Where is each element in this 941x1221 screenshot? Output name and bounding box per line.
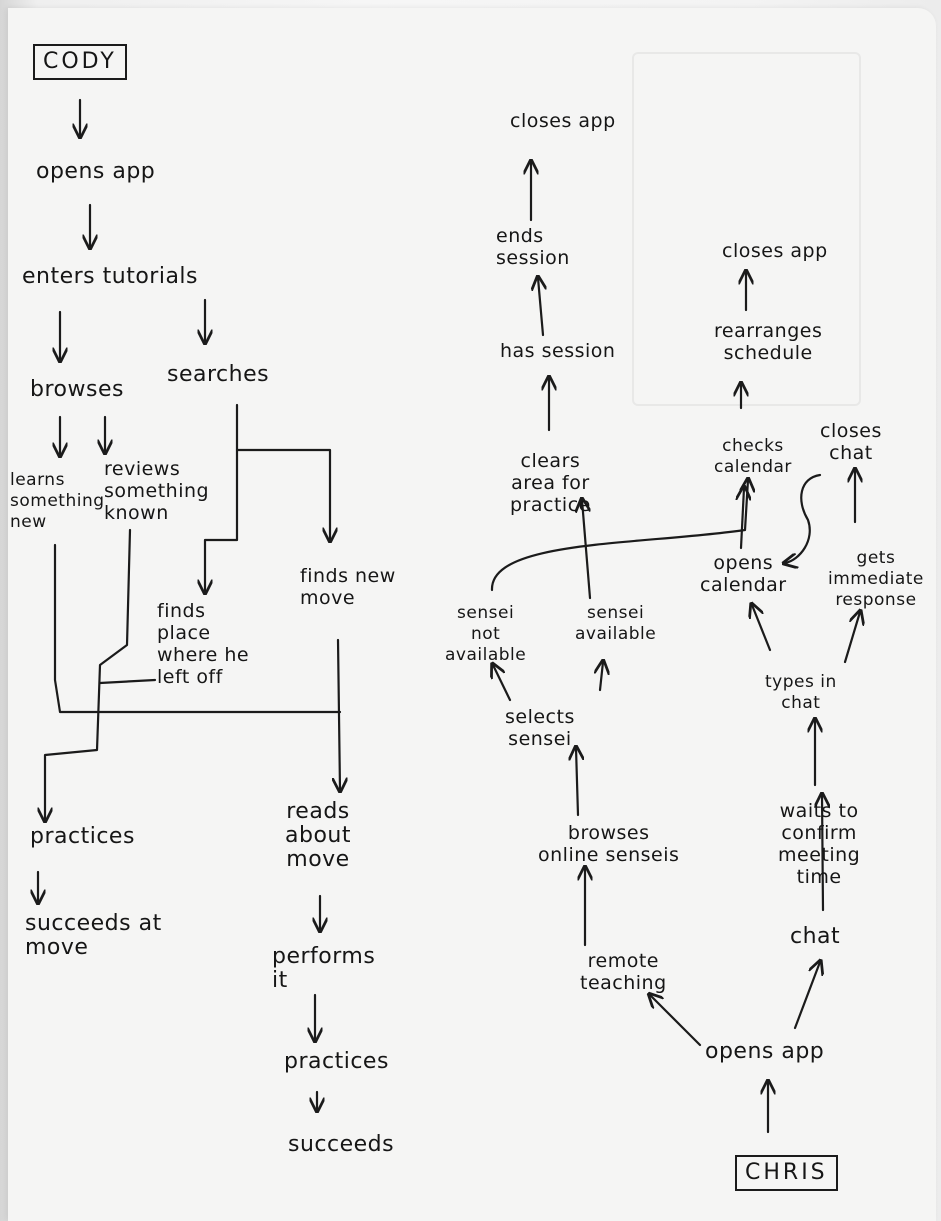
line-learns-down <box>53 543 342 714</box>
paper-sheet <box>8 8 936 1221</box>
curve-closes-chat-to-opens-calendar <box>785 473 822 563</box>
node-waits-to-confirm: waits to confirm meeting time <box>778 800 861 888</box>
node-opens-calendar: opens calendar <box>700 552 787 596</box>
node-browses: browses <box>30 377 124 402</box>
bleed-through-sketch <box>632 52 861 406</box>
node-clears-area: clears area for practice <box>510 450 591 516</box>
node-closes-chat: closes chat <box>820 420 882 464</box>
node-checks-calendar: checks calendar <box>714 436 792 477</box>
line-searches-to-finds-place <box>205 403 239 592</box>
line-searches-to-finds-new-move <box>235 448 330 540</box>
arrow-opens-app-to-chat <box>793 962 820 1030</box>
node-opens-app: opens app <box>36 159 156 184</box>
node-sensei-available: sensei available <box>575 603 657 644</box>
node-rearranges-schedule: rearranges schedule <box>714 320 823 364</box>
arrow-chat-to-waits <box>822 795 823 912</box>
arrow-selects-to-not-available <box>493 665 512 702</box>
arrow-opens-app-to-remote-teaching <box>650 995 702 1047</box>
node-selects-sensei: selects sensei <box>505 706 575 750</box>
node-finds-new-move: finds new move <box>300 565 396 609</box>
node-ends-session: ends session <box>496 225 570 269</box>
node-sensei-not-available: sensei not available <box>445 603 527 665</box>
node-succeeds-at-move: succeeds at move <box>25 911 162 960</box>
arrow-new-move-to-reads <box>338 638 340 790</box>
node-types-in-chat: types in chat <box>765 672 837 713</box>
node-reads-about-move: reads about move <box>285 799 351 872</box>
node-practices-2: practices <box>284 1049 389 1074</box>
node-enters-tutorials: enters tutorials <box>22 264 199 289</box>
persona-chris: CHRIS <box>735 1155 838 1191</box>
node-succeeds: succeeds <box>288 1132 395 1157</box>
arrow-selects-to-available <box>600 662 603 692</box>
arrow-available-to-clears <box>582 500 592 600</box>
node-performs-it: performs it <box>272 944 376 993</box>
node-finds-place: finds place where he left off <box>157 600 250 688</box>
arrow-opens-calendar-to-checks <box>741 488 744 550</box>
arrow-browses-to-selects <box>576 748 578 817</box>
node-practices: practices <box>30 824 135 849</box>
persona-cody: CODY <box>33 44 127 80</box>
node-gets-immediate-response: gets immediate response <box>828 548 924 610</box>
line-finds-place-merge <box>98 678 157 685</box>
node-remote-teaching: remote teaching <box>580 950 667 994</box>
arrow-has-session-to-ends <box>538 278 543 337</box>
arrow-types-to-opens-calendar <box>752 605 772 652</box>
node-searches: searches <box>167 362 270 387</box>
node-chat: chat <box>790 924 841 949</box>
arrow-types-to-gets-response <box>843 612 860 664</box>
node-closes-app-2: closes app <box>722 240 828 262</box>
node-learns-something-new: learns something new <box>10 470 105 532</box>
node-closes-app-1: closes app <box>510 110 616 132</box>
line-reviews-down <box>45 528 132 820</box>
node-chris-opens-app: opens app <box>705 1039 825 1064</box>
node-browses-online-senseis: browses online senseis <box>538 822 680 866</box>
curve-not-available-to-checks-calendar <box>490 480 748 592</box>
node-has-session: has session <box>500 340 616 362</box>
node-reviews-something-known: reviews something known <box>104 458 210 524</box>
